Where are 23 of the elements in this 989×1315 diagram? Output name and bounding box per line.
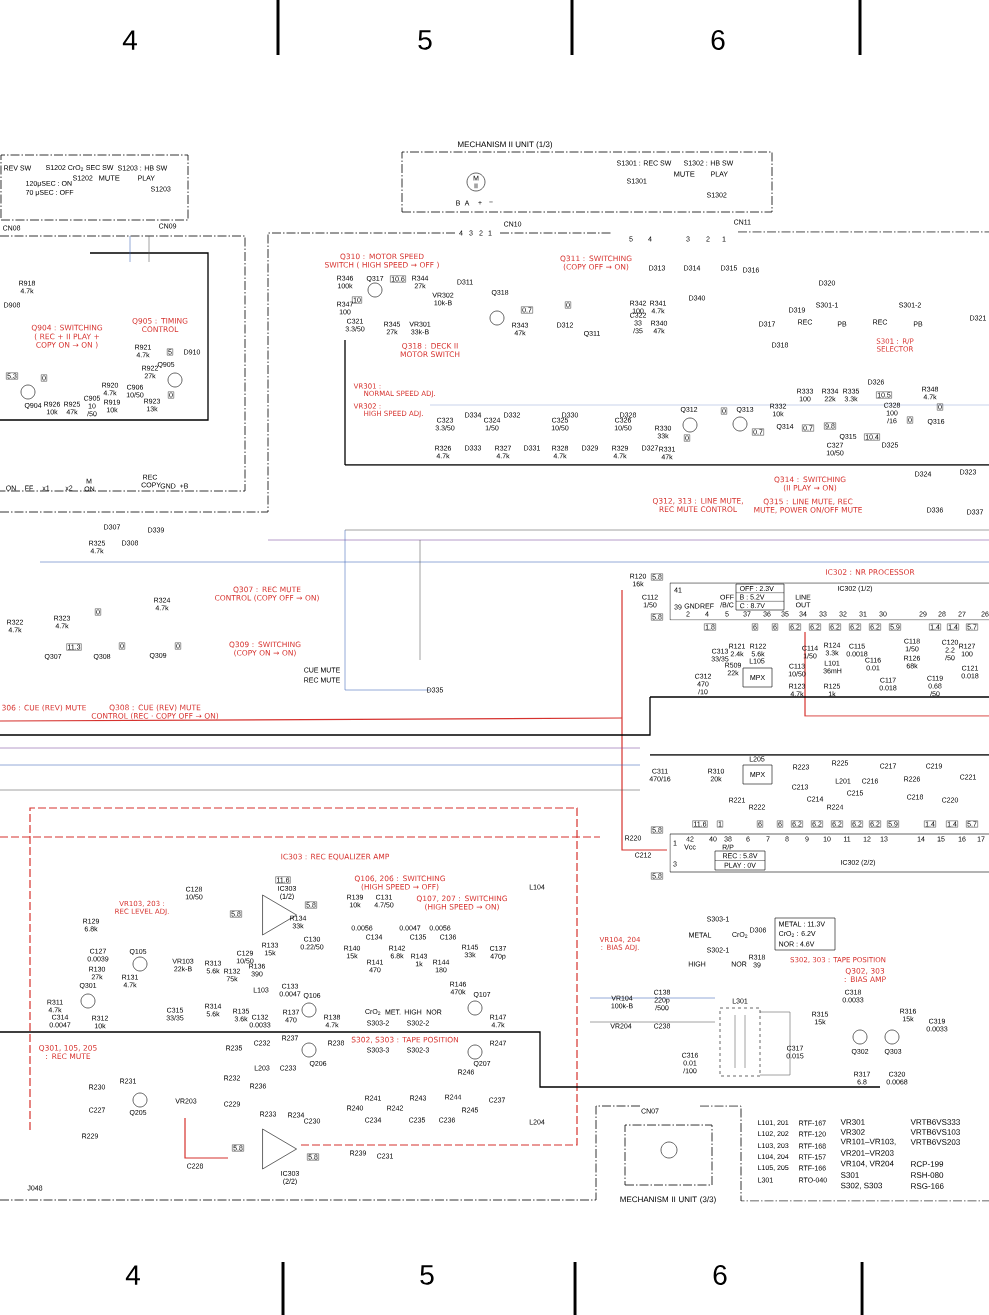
grid-number: 6 xyxy=(713,1265,727,1285)
table-cell: S302, S303 xyxy=(840,1182,883,1190)
grid-number: 4 xyxy=(122,30,137,50)
table-cell: RSG-166 xyxy=(911,1183,944,1189)
table-cell: VR302 xyxy=(840,1129,865,1135)
grid-number: 4 xyxy=(125,1265,140,1285)
grid-number: 5 xyxy=(420,1265,434,1285)
table-cell: VR104, VR204 xyxy=(840,1160,894,1168)
node-label: MECHANISM II UNIT (3/3) xyxy=(620,1196,716,1204)
table-cell: RSH-080 xyxy=(911,1172,944,1178)
grid-number: 6 xyxy=(711,30,725,50)
node-label: MECHANISM II UNIT (1/3) xyxy=(458,141,553,149)
table-cell: VRTB6VS333 xyxy=(910,1119,960,1125)
opamp-triangle xyxy=(262,1128,297,1170)
table-cell: VRTB6VS103 xyxy=(910,1129,960,1135)
table-cell: S301 xyxy=(840,1172,859,1178)
table-cell: VR301 xyxy=(840,1119,865,1125)
table-cell: RCP-199 xyxy=(911,1161,944,1167)
table-cell: VR201–VR203 xyxy=(840,1150,894,1156)
unit-box: MECHANISM II UNIT (3/3) xyxy=(620,1124,716,1204)
grid-number: 5 xyxy=(418,30,432,50)
table-cell: VR101–VR103, xyxy=(840,1138,896,1146)
table-cell: VRTB6VS203 xyxy=(910,1139,960,1145)
